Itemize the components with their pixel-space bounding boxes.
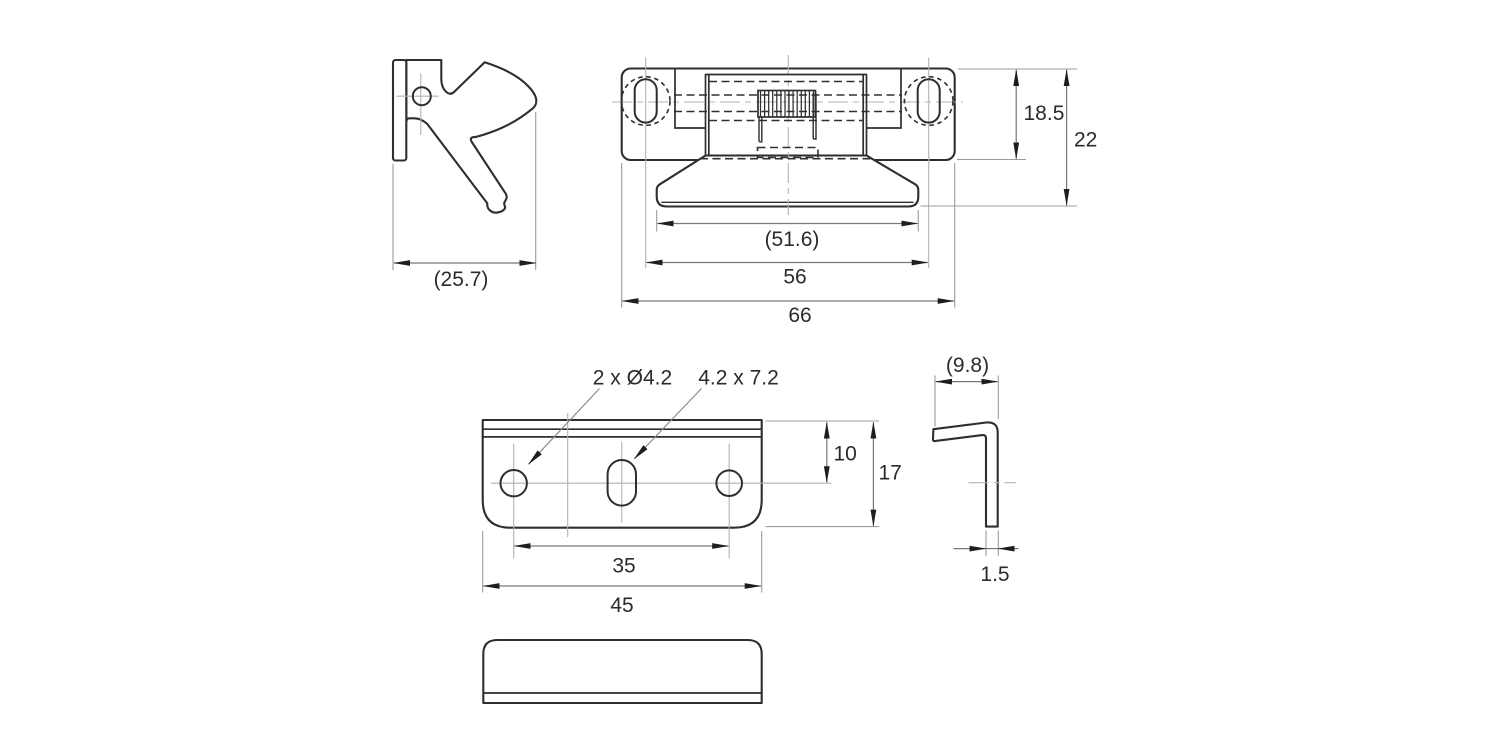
strike-plate-top-view: 2 x Ø4.2 4.2 x 7.2 10 17 35 45 [481,367,902,617]
dim-plate-width-label: 45 [610,594,633,617]
callout-plate-slot-label: 4.2 x 7.2 [698,367,779,390]
dim-latch-body-depth-label: 18.5 [1024,102,1065,125]
dim-latch-overall-width-label: 66 [788,304,811,327]
dim-bracket-thickness: 1.5 [953,530,1019,586]
dim-latch-overall-depth: 22 [920,69,1097,207]
dim-latch-overall-width: 66 [621,163,956,327]
dim-plate-depth-label: 17 [879,462,902,485]
spring-coil-hatch [759,90,815,117]
hidden-slot-in-flange [756,146,819,159]
dim-latch-body-depth: 18.5 [957,68,1077,161]
dim-plate-depth: 17 [765,421,902,528]
bracket-outline [931,421,999,528]
dim-plate-hole-spacing-label: 35 [612,555,635,578]
front-view-outline [482,638,763,705]
strike-plate-side-view: (9.8) 1.5 [931,354,1019,586]
dim-plate-hole-spacing: 35 [513,543,730,578]
dim-latch-slot-spacing: 56 [645,259,929,289]
dim-latch-base-width: (51.6) [656,210,919,251]
countersink-circle-right [903,75,954,127]
pivot-hole [411,86,432,107]
plate-hole-right [715,469,744,498]
latch-base-flange [655,154,920,208]
latch-top-view: 18.5 22 (51.6) 56 66 [612,55,1097,327]
dim-latch-overall-depth-label: 22 [1074,129,1097,152]
slider-edges [674,67,902,157]
dim-hook-width-label: (25.7) [434,268,489,291]
dim-bracket-depth: (9.8) [934,354,999,427]
dim-plate-width: 45 [482,531,763,617]
mounting-slot-right [916,78,941,124]
callout-plate-holes-label: 2 x Ø4.2 [593,367,672,390]
dim-plate-hole-offset-label: 10 [834,443,857,466]
dim-plate-hole-offset: 10 [765,420,879,484]
hidden-edges [674,80,902,160]
hook-side-view: (25.7) [391,58,538,291]
hook-body-outline [405,58,538,214]
dim-latch-slot-spacing-label: 56 [783,266,806,289]
plate-slot [606,459,637,507]
callout-plate-holes: 2 x Ø4.2 [528,367,672,465]
dim-hook-width: (25.7) [392,112,537,291]
dim-bracket-thickness-label: 1.5 [980,563,1009,586]
spring-legs [758,93,817,143]
plate-hole-left [499,469,528,498]
dim-bracket-depth-label: (9.8) [946,354,989,377]
callout-plate-slot: 4.2 x 7.2 [633,367,779,460]
hook-mounting-strip [391,58,408,162]
mounting-slot-left [633,78,658,124]
strike-plate-front-view [482,638,763,705]
countersink-circle-left [620,75,671,127]
plate-bend-lines [481,428,763,438]
dim-latch-base-width-label: (51.6) [765,228,820,251]
